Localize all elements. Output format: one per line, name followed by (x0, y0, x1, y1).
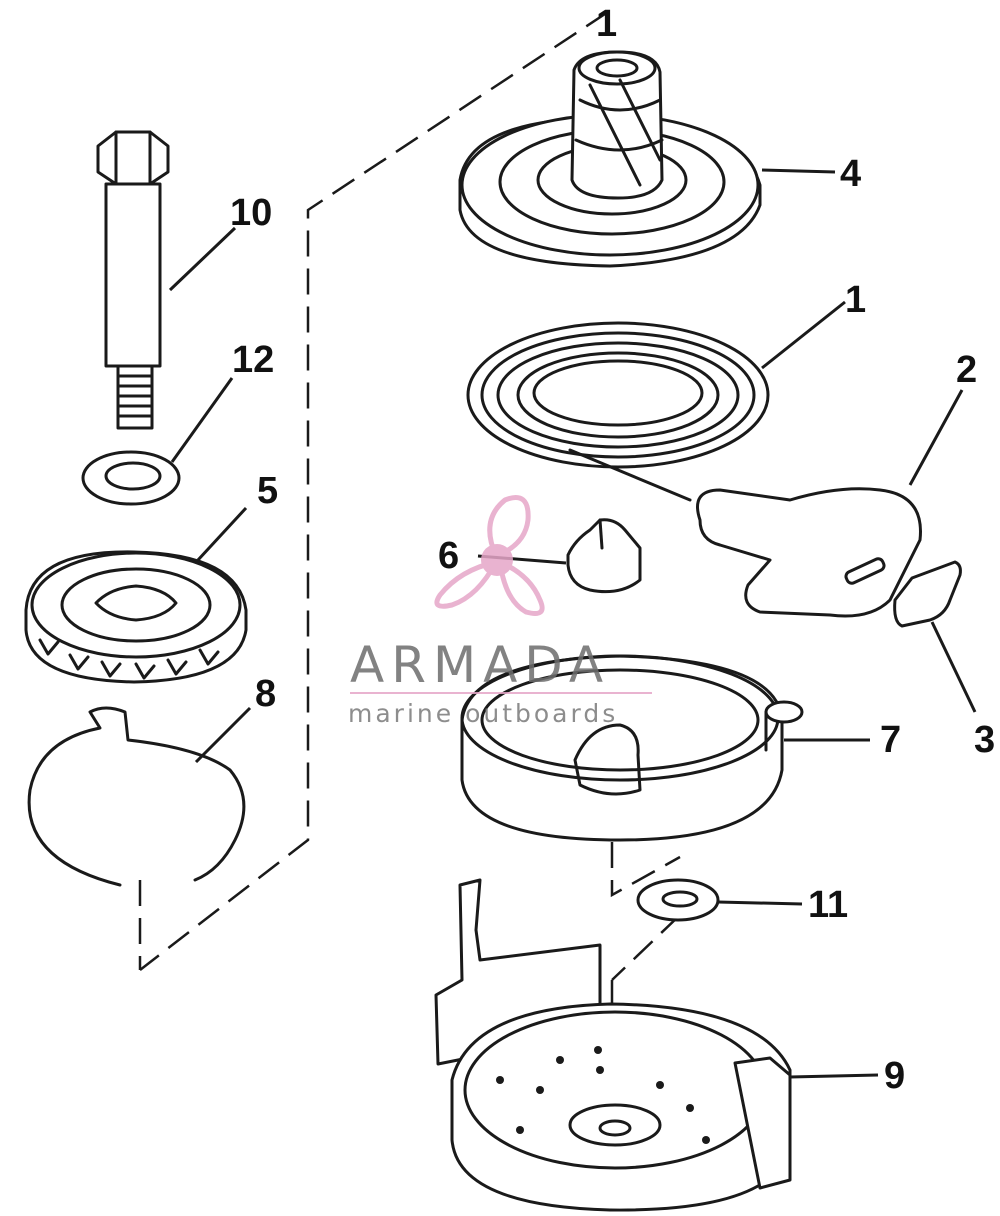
callout-8: 8 (255, 673, 276, 715)
drive-gear-part (458, 50, 762, 268)
watermark-subtitle: marine outboards (348, 699, 618, 728)
small-washer-part (636, 878, 720, 922)
callout-6: 6 (438, 535, 459, 577)
watermark-title: ARMADA (350, 636, 610, 694)
callout-4: 4 (840, 153, 861, 195)
callout-9: 9 (884, 1055, 905, 1097)
callout-10: 10 (230, 192, 272, 234)
handle-insert-part (893, 560, 962, 628)
callout-12: 12 (232, 339, 274, 381)
propeller-logo-icon (434, 495, 545, 616)
callout-3: 3 (974, 719, 995, 761)
spring-clip-part (27, 706, 246, 887)
callout-1-top: 1 (596, 3, 617, 45)
spring-cup-part (460, 654, 804, 842)
callout-1: 1 (845, 279, 866, 321)
leader-lines (168, 168, 977, 1079)
rewind-spring-part (466, 321, 770, 502)
starter-handle-part (696, 487, 922, 618)
callout-5: 5 (257, 470, 278, 512)
callout-labels: 10 12 5 8 4 1 1 2 6 3 7 11 9 (230, 3, 995, 1097)
ratchet-gear-part (24, 550, 248, 684)
starter-housing-part (434, 878, 792, 1212)
callout-7: 7 (880, 719, 901, 761)
pawl-part (566, 518, 642, 594)
bolt-part (96, 130, 170, 430)
armada-watermark: ARMADA marine outboards (348, 495, 652, 728)
callout-2: 2 (956, 349, 977, 391)
callout-11: 11 (808, 884, 848, 926)
washer-part (81, 450, 181, 506)
